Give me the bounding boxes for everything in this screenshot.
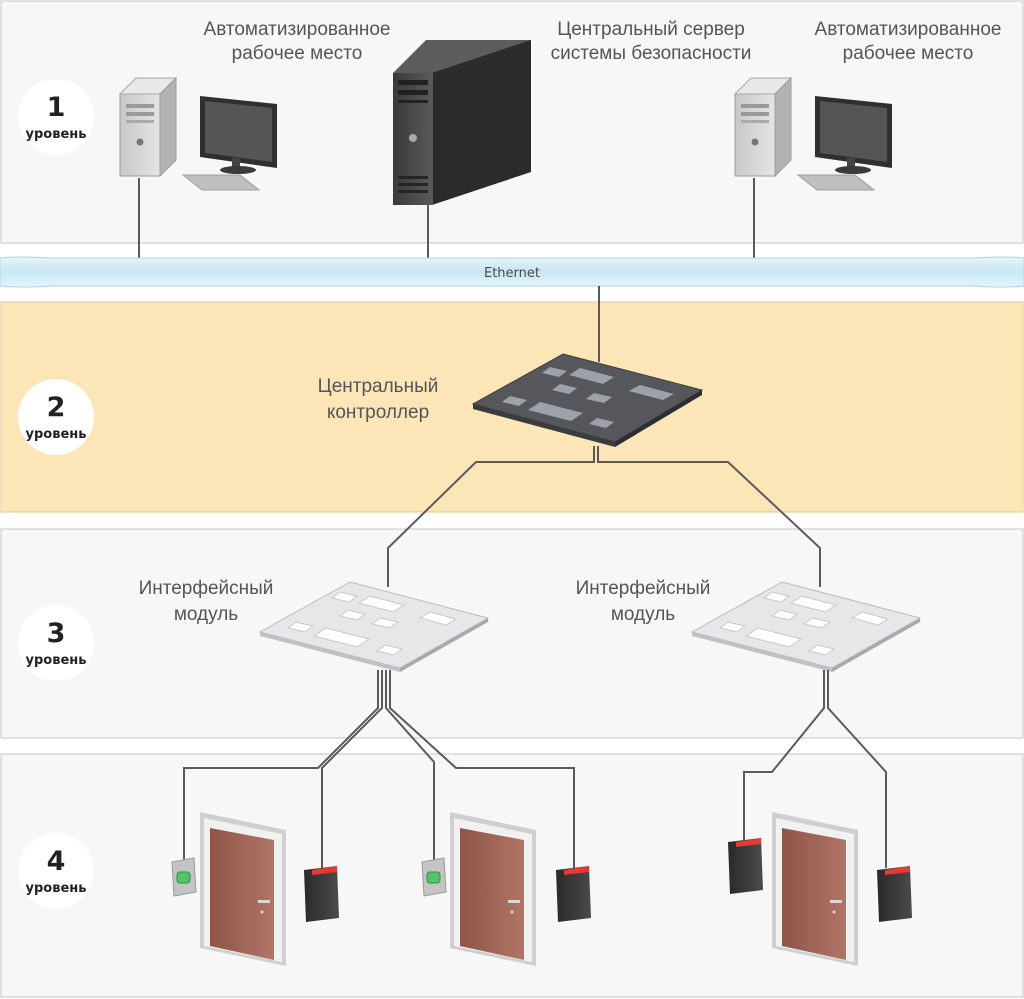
workstation-left-label-line1: Автоматизированное [204,19,391,40]
interface-module-left-icon [258,581,490,672]
workstation-left-label-line2: рабочее место [232,43,363,64]
level-1-number: 1 [47,92,66,123]
module-left-device-wires [183,670,575,868]
level-3-word: уровень [26,653,87,668]
controller-label-line2: контроллер [327,402,429,423]
module-right-label-line2: модуль [611,604,675,625]
card-reader-4-icon [877,866,912,922]
exit-button-1-icon [171,857,197,897]
controller-module-left-link [387,446,595,587]
controller-module-right-link [597,446,821,587]
level-2-badge: 2 уровень [18,379,94,455]
card-reader-1-icon [304,866,339,922]
server-label-line1: Центральный сервер [557,19,745,40]
server-icon [393,40,531,205]
card-reader-2-icon [556,866,591,922]
level-4-badge: 4 уровень [18,833,94,909]
workstation-right-label-line1: Автоматизированное [815,19,1002,40]
level-3-badge: 3 уровень [18,605,94,681]
ethernet-bus: Ethernet [0,256,1024,288]
workstation-right-label-line2: рабочее место [843,43,974,64]
door-1 [200,812,286,966]
door-2 [450,812,536,966]
level-1-word: уровень [26,127,87,142]
module-right-label-line1: Интерфейсный [576,578,711,599]
server-label-line2: системы безопасности [551,43,752,64]
ethernet-label: Ethernet [484,266,540,281]
level-1-badge: 1 уровень [18,79,94,155]
level-3-number: 3 [47,618,66,649]
interface-module-right-icon [690,581,922,672]
workstation-left-computer-icon [118,76,277,191]
module-right-device-wires [743,670,887,868]
card-reader-3-icon [728,838,763,894]
central-controller-icon [471,353,704,447]
level-2-word: уровень [26,427,87,442]
level-2-number: 2 [47,392,66,423]
level-4-number: 4 [47,846,66,877]
door-3 [772,812,858,966]
module-left-label-line1: Интерфейсный [139,578,274,599]
workstation-right-computer-icon [733,76,892,191]
controller-label-line1: Центральный [318,376,439,397]
exit-button-2-icon [421,857,447,897]
level-4-word: уровень [26,881,87,896]
module-left-label-line2: модуль [174,604,238,625]
